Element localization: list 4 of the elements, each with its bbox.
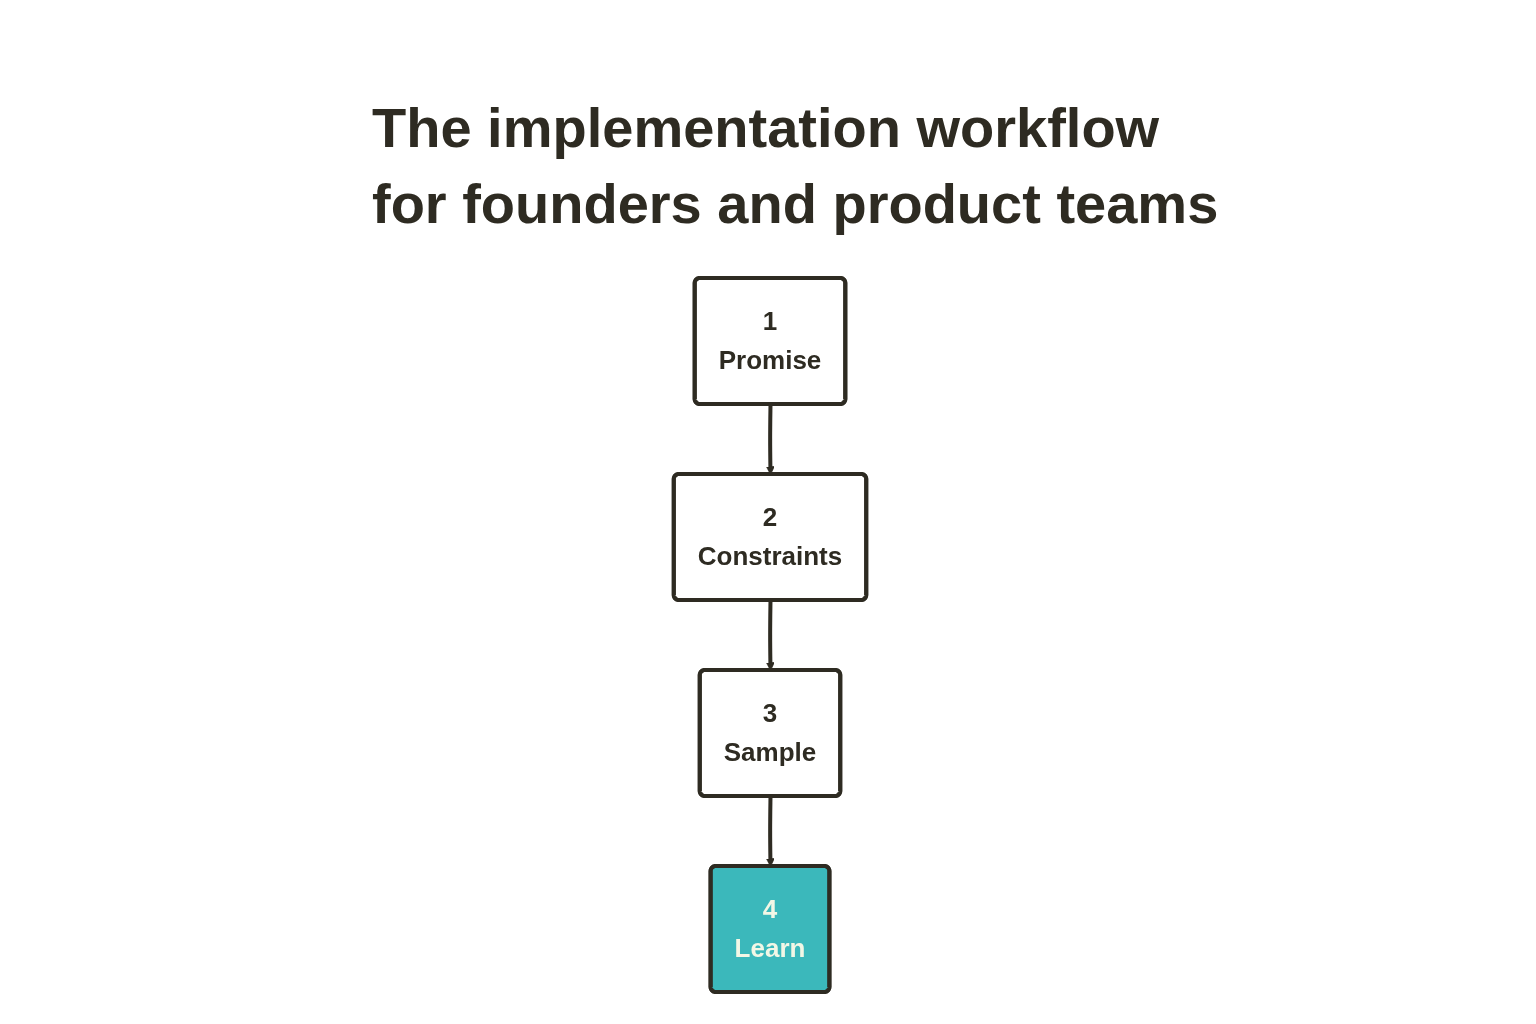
arrow <box>766 600 775 671</box>
diagram-title: The implementation workflow for founders and product teams <box>372 95 1220 237</box>
arrow <box>766 404 775 475</box>
arrow <box>766 796 775 867</box>
